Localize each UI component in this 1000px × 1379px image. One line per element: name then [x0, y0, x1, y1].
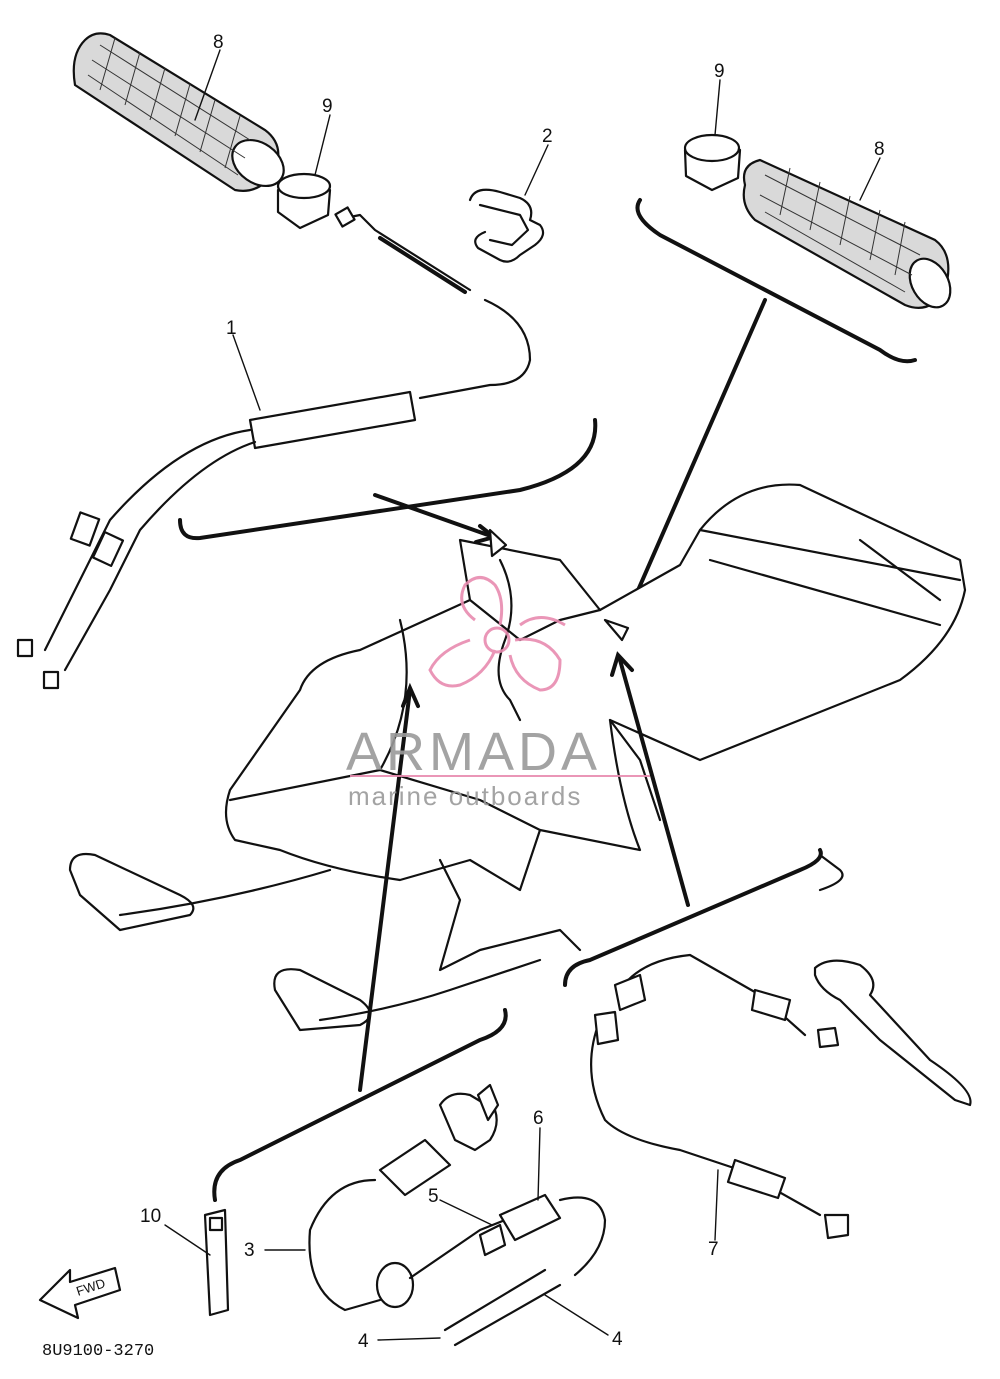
right-handlebar-grip — [742, 158, 952, 309]
callout-7: 7 — [708, 1239, 719, 1260]
callout-9-right: 9 — [714, 61, 725, 82]
left-handlebar-grip — [72, 32, 285, 192]
watermark-tagline: marine outboards — [348, 781, 582, 811]
right-grip-ring — [683, 133, 742, 192]
control-cable — [590, 953, 850, 1240]
callout-6: 6 — [533, 1108, 544, 1129]
leader-lines — [164, 49, 881, 1341]
callout-8-left: 8 — [213, 32, 224, 53]
callout-5: 5 — [428, 1186, 439, 1207]
callout-4-right: 4 — [612, 1329, 623, 1350]
callout-2: 2 — [542, 126, 553, 147]
right-arrow — [623, 298, 767, 622]
throttle-cable — [16, 206, 532, 690]
callout-4-left: 4 — [358, 1331, 369, 1352]
callout-8-right: 8 — [874, 139, 885, 160]
bottom-left-bracket — [212, 1008, 508, 1202]
bottom-right-bracket — [563, 848, 823, 987]
callout-3: 3 — [244, 1240, 255, 1261]
control-lever — [813, 959, 972, 1107]
fwd-arrow: FWD — [38, 1266, 122, 1320]
watermark: ARMADA marine outboards — [346, 576, 650, 811]
cable-clip — [468, 188, 545, 263]
callout-1: 1 — [226, 318, 237, 339]
watermark-brand: ARMADA — [346, 722, 601, 782]
right-bracket — [635, 198, 917, 364]
switch-assembly — [308, 1083, 607, 1347]
left-arrow — [373, 493, 490, 537]
drawing-code: 8U9100-3270 — [42, 1342, 154, 1361]
watercraft-body — [68, 483, 967, 1032]
callout-10: 10 — [140, 1206, 161, 1227]
propeller-logo-icon — [428, 576, 566, 692]
callout-9-left: 9 — [322, 96, 333, 117]
left-grip-ring — [276, 172, 332, 230]
left-bracket — [178, 418, 598, 541]
lanyard-key — [203, 1208, 230, 1317]
